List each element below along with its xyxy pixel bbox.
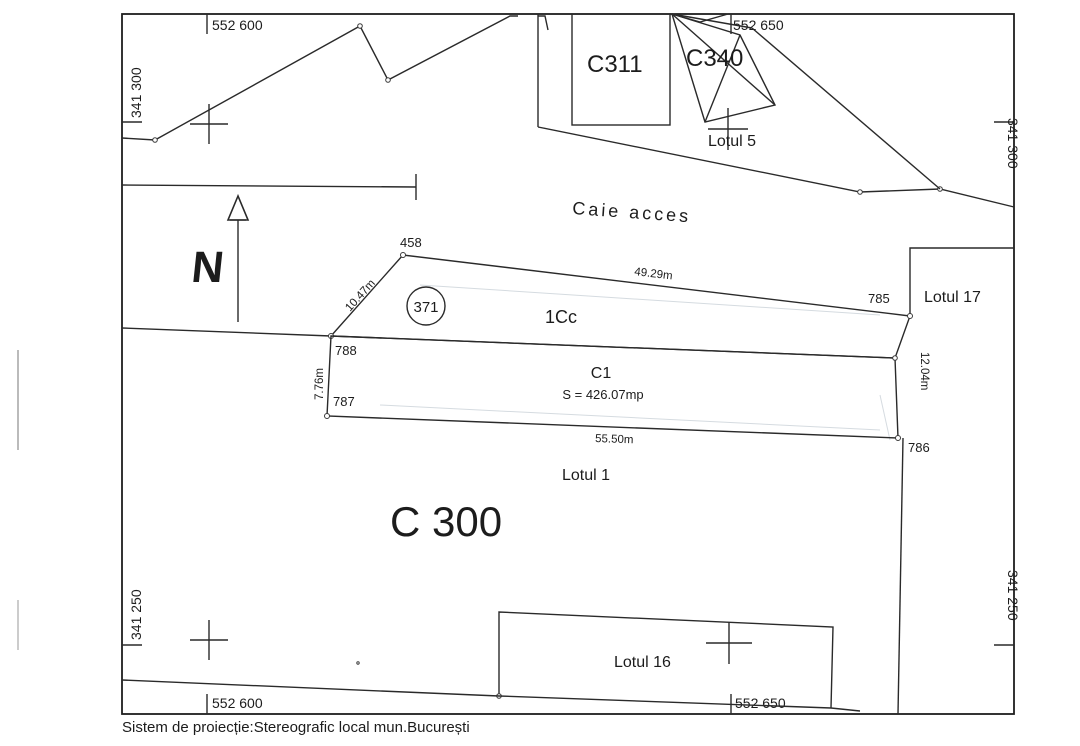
coord-bottom-x2: 552 650 — [735, 695, 786, 711]
map-frame — [121, 13, 1015, 715]
coord-right-y-top: 341 300 — [1005, 118, 1021, 169]
parcel-number-circle — [406, 286, 446, 326]
south-vertex — [356, 661, 360, 665]
building-c340: C340 — [686, 45, 743, 72]
grid-ticks — [122, 14, 1014, 714]
boundary-south — [121, 679, 861, 712]
point-787: 787 — [333, 394, 355, 409]
building-c1-outline — [324, 335, 901, 441]
point-785: 785 — [868, 291, 890, 306]
grid-crosses — [190, 104, 752, 664]
dimension-49-29: 49.29m — [634, 266, 674, 282]
coord-top-x2: 552 650 — [733, 17, 784, 33]
parcel-code: 1Cc — [545, 307, 577, 327]
lot-5-label: Lotul 5 — [708, 133, 756, 150]
north-arrow-icon — [226, 193, 250, 322]
buildings-north — [537, 13, 1015, 208]
point-788: 788 — [335, 343, 357, 358]
projection-caption: Sistem de proiecție:Stereografic local m… — [122, 719, 470, 736]
coord-left-y-bottom: 341 250 — [128, 589, 144, 640]
coord-bottom-x1: 552 600 — [212, 695, 263, 711]
building-c311: C311 — [587, 51, 643, 78]
parcel-number: 371 — [413, 299, 438, 316]
scan-artifacts — [17, 284, 891, 650]
dimension-12-04: 12.04m — [918, 352, 930, 390]
lot-17-label: Lotul 17 — [924, 289, 981, 306]
dimension-7-76: 7.76m — [314, 368, 326, 400]
north-label: N — [189, 243, 226, 292]
access-line-west — [121, 174, 417, 200]
lot-17-boundary — [897, 247, 1014, 715]
building-c300: C 300 — [390, 498, 502, 545]
point-458: 458 — [400, 235, 422, 250]
dimension-55-50: 55.50m — [595, 433, 634, 446]
boundary-northwest — [121, 15, 518, 143]
parcel-area: S = 426.07mp — [562, 387, 643, 402]
coord-right-y-bottom: 341 250 — [1005, 570, 1021, 621]
coord-top-x1: 552 600 — [212, 17, 263, 33]
lot-16-label: Lotul 16 — [614, 654, 671, 671]
point-786: 786 — [908, 440, 930, 455]
lot-1-label: Lotul 1 — [562, 467, 610, 484]
access-road-label: Caie acces — [572, 198, 692, 226]
building-c1-label: C1 — [591, 365, 612, 382]
dimension-10-47: 10.47m — [343, 277, 378, 314]
coord-left-y-top: 341 300 — [128, 67, 144, 118]
